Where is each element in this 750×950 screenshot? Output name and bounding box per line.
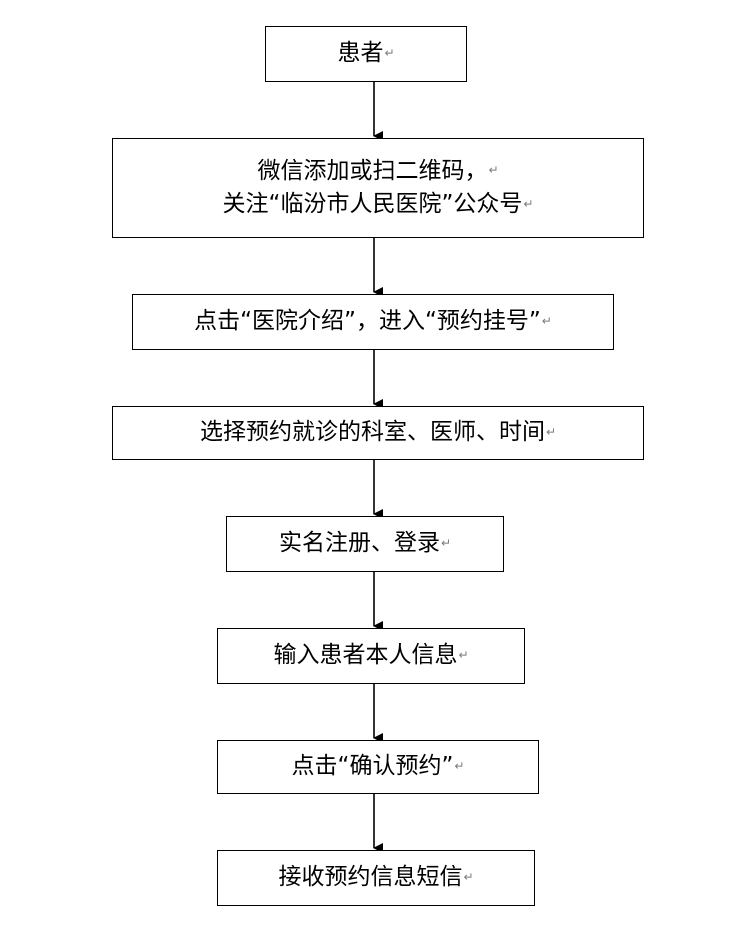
step-7-confirm-appointment: 点击“确认预约”↵ [217, 740, 539, 794]
step-6-enter-patient-info: 输入患者本人信息↵ [217, 628, 525, 684]
step-2-text-line-1: 微信添加或扫二维码， [257, 157, 488, 184]
step-3-enter-registration: 点击“医院介绍”，进入“预约挂号”↵ [132, 294, 614, 350]
step-3-text: 点击“医院介绍”，进入“预约挂号” [194, 308, 541, 335]
paragraph-mark: ↵ [523, 196, 534, 211]
step-1-text: 患者 [337, 40, 384, 67]
step-4-select-department: 选择预约就诊的科室、医师、时间↵ [112, 406, 644, 460]
step-2-text-line-2: 关注“临汾市人民医院”公众号 [222, 191, 523, 217]
step-5-text: 实名注册、登录 [278, 530, 440, 557]
step-6-text: 输入患者本人信息 [273, 642, 458, 669]
step-8-receive-sms: 接收预约信息短信↵ [217, 850, 535, 906]
step-5-register-login: 实名注册、登录↵ [226, 516, 504, 572]
step-1-patient: 患者↵ [265, 26, 467, 82]
step-4-text: 选择预约就诊的科室、医师、时间 [199, 419, 545, 446]
step-2-follow-account: 微信添加或扫二维码，↵ 关注“临汾市人民医院”公众号↵ [112, 138, 644, 238]
paragraph-mark: ↵ [458, 648, 469, 663]
paragraph-mark: ↵ [454, 759, 465, 774]
step-8-text: 接收预约信息短信 [278, 864, 463, 891]
paragraph-mark: ↵ [488, 163, 499, 178]
paragraph-mark: ↵ [545, 425, 557, 440]
paragraph-mark: ↵ [463, 870, 474, 885]
paragraph-mark: ↵ [440, 536, 452, 551]
paragraph-mark: ↵ [541, 314, 552, 329]
paragraph-mark: ↵ [384, 46, 395, 61]
step-7-text: 点击“确认预约” [291, 753, 454, 780]
